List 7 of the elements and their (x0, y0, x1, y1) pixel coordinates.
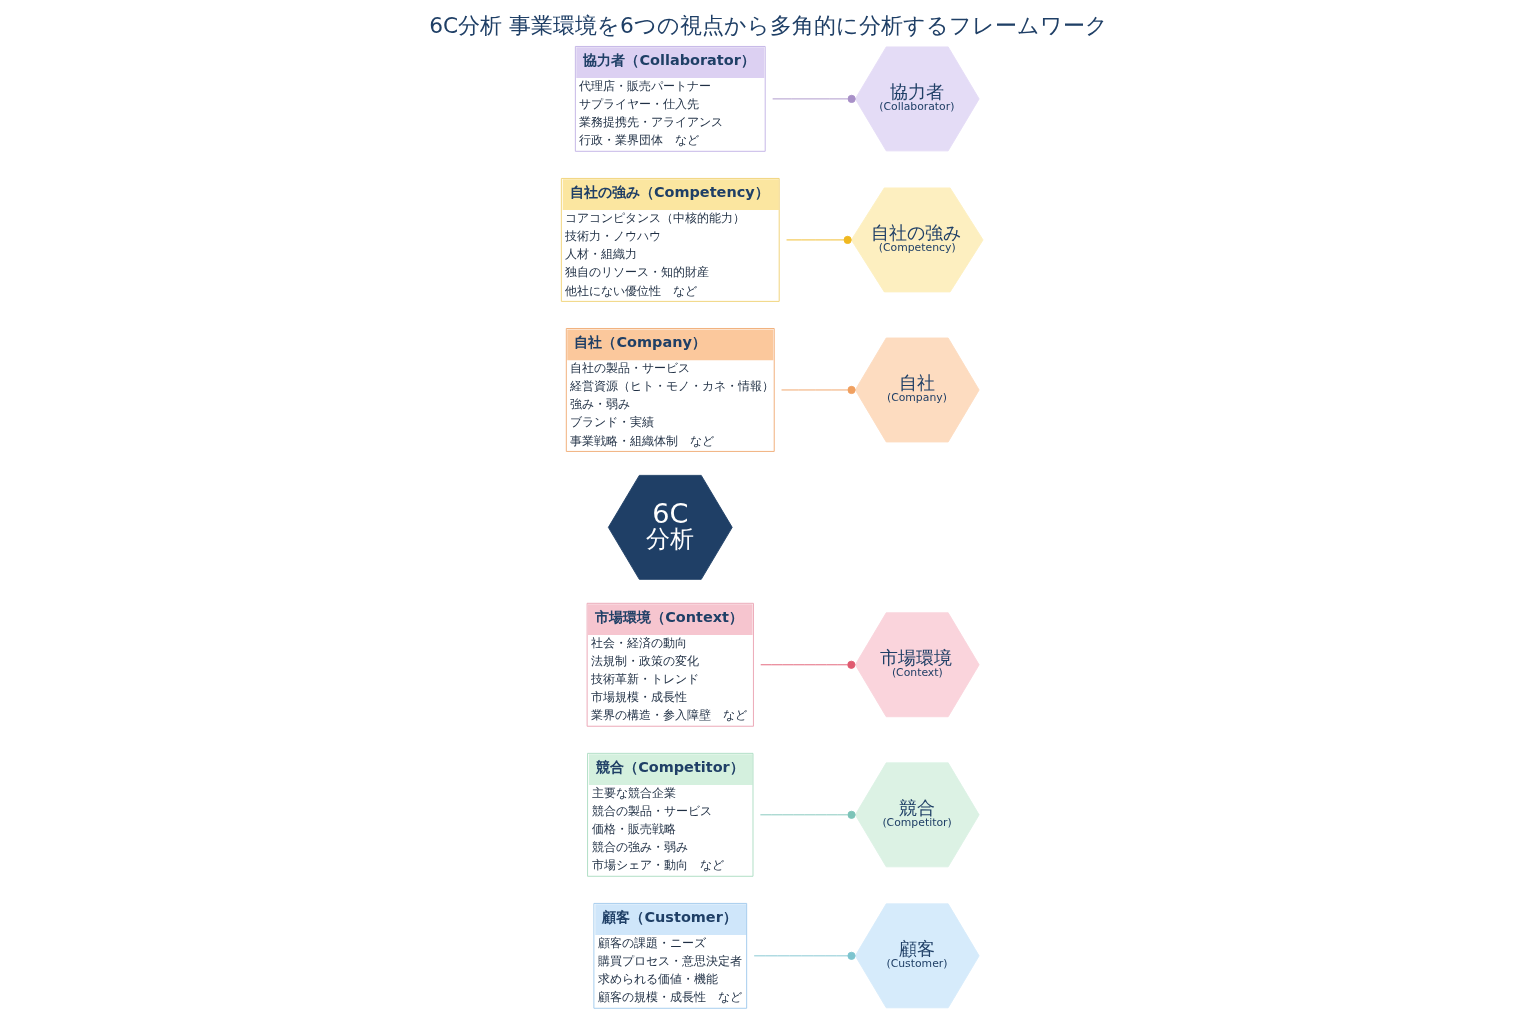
connector (753, 951, 856, 960)
diagram-title: 6C分析 事業環境を6つの視点から多角的に分析するフレームワーク (428, 13, 1108, 39)
connector (759, 660, 855, 669)
connector (771, 94, 856, 103)
connector (785, 235, 852, 244)
connector (780, 385, 856, 395)
connector (759, 810, 856, 819)
